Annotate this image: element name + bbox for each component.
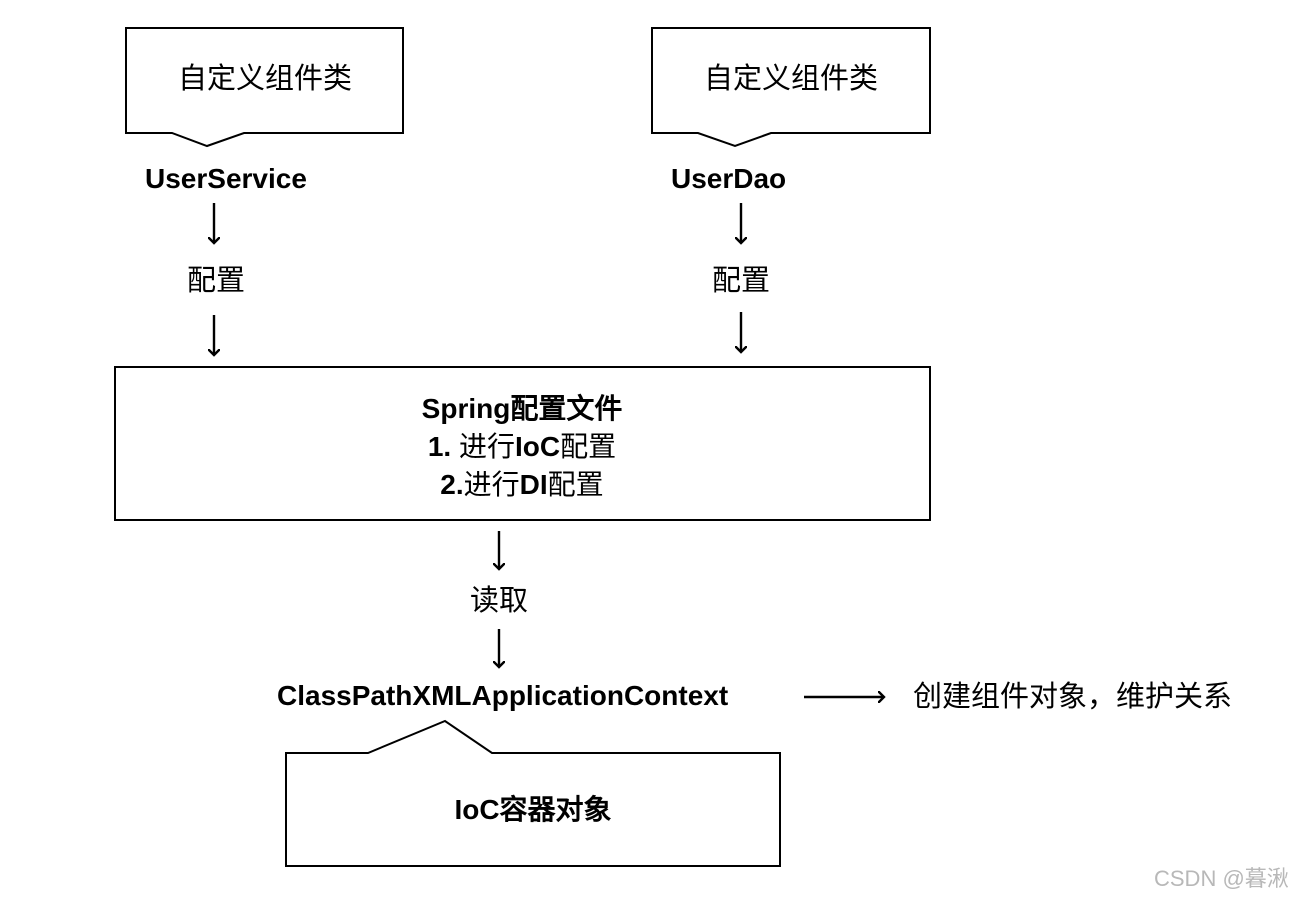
read-label: 读取 <box>469 583 529 617</box>
config-label-left: 配置 <box>186 263 246 297</box>
spring-config-box <box>114 366 931 521</box>
spring-config-ioc-verb: 进行 <box>458 430 516 463</box>
spring-config-ioc-line: 1. 进行IoC配置 <box>422 430 623 468</box>
watermark: CSDN @暮湫 <box>1154 866 1289 891</box>
spring-config-title: Spring配置文件 <box>422 392 623 430</box>
spring-config-ioc-term: IoC <box>515 431 561 462</box>
spring-config-title-text: Spring配置文件 <box>421 393 623 424</box>
spring-config-ioc-number: 1. <box>427 431 459 462</box>
config-label-right: 配置 <box>711 263 771 297</box>
spring-config-di-term: DI <box>519 469 548 500</box>
create-objects-label: 创建组件对象，维护关系 <box>913 679 1233 713</box>
ioc-container-callout <box>285 719 781 867</box>
custom-component-callout-right <box>651 27 931 148</box>
context-class-label: ClassPathXMLApplicationContext <box>277 680 729 711</box>
custom-component-callout-left <box>125 27 404 148</box>
custom-component-label-left: 自定义组件类 <box>177 61 353 95</box>
spring-config-di-tail: 配置 <box>547 468 604 501</box>
spring-config-di-number: 2. <box>440 469 464 500</box>
spring-config-di-verb: 进行 <box>463 468 520 501</box>
userdao-label: UserDao <box>671 163 787 194</box>
userservice-label: UserService <box>145 163 307 194</box>
spring-config-text: Spring配置文件 1. 进行IoC配置 2.进行DI配置 <box>422 392 623 506</box>
ioc-container-label: IoC容器对象 <box>454 794 612 825</box>
spring-config-di-line: 2.进行DI配置 <box>422 468 623 506</box>
custom-component-label-right: 自定义组件类 <box>703 61 879 95</box>
spring-config-ioc-tail: 配置 <box>560 430 617 463</box>
